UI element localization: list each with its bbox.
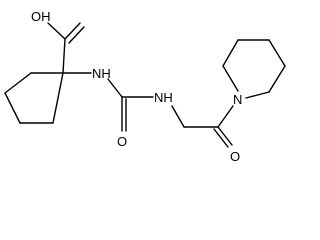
bond — [245, 91, 270, 99]
nh-right-label: NH — [154, 90, 173, 105]
bond — [52, 72, 64, 124]
bond — [47, 22, 66, 40]
urea-oxygen-label: O — [117, 134, 127, 149]
amide-oxygen-label: O — [230, 149, 240, 164]
bond — [222, 65, 239, 92]
cyclopentane-ring — [4, 72, 64, 124]
bond — [4, 92, 21, 124]
bond — [64, 22, 81, 40]
bond — [268, 65, 286, 93]
amide-chain: O — [171, 105, 240, 164]
molecule-structure: OH NH O NH O N — [4, 9, 286, 164]
nh-left-label: NH — [92, 66, 111, 81]
carboxylic-acid-group: OH — [31, 9, 85, 74]
bond — [107, 78, 123, 98]
bond — [68, 26, 85, 44]
bond — [171, 105, 185, 128]
bond — [217, 126, 233, 146]
urea-linker: NH O NH — [62, 66, 173, 149]
structure-diagram: OH NH O NH O N — [4, 9, 286, 164]
bond — [222, 39, 239, 67]
bond — [213, 128, 229, 148]
bond — [217, 105, 234, 128]
carboxyl-oh-label: OH — [31, 9, 51, 24]
bond — [62, 38, 66, 74]
bond — [4, 72, 32, 94]
piperidine-ring: N — [222, 39, 286, 107]
bond — [268, 39, 286, 67]
piperidine-nitrogen-label: N — [233, 92, 242, 107]
